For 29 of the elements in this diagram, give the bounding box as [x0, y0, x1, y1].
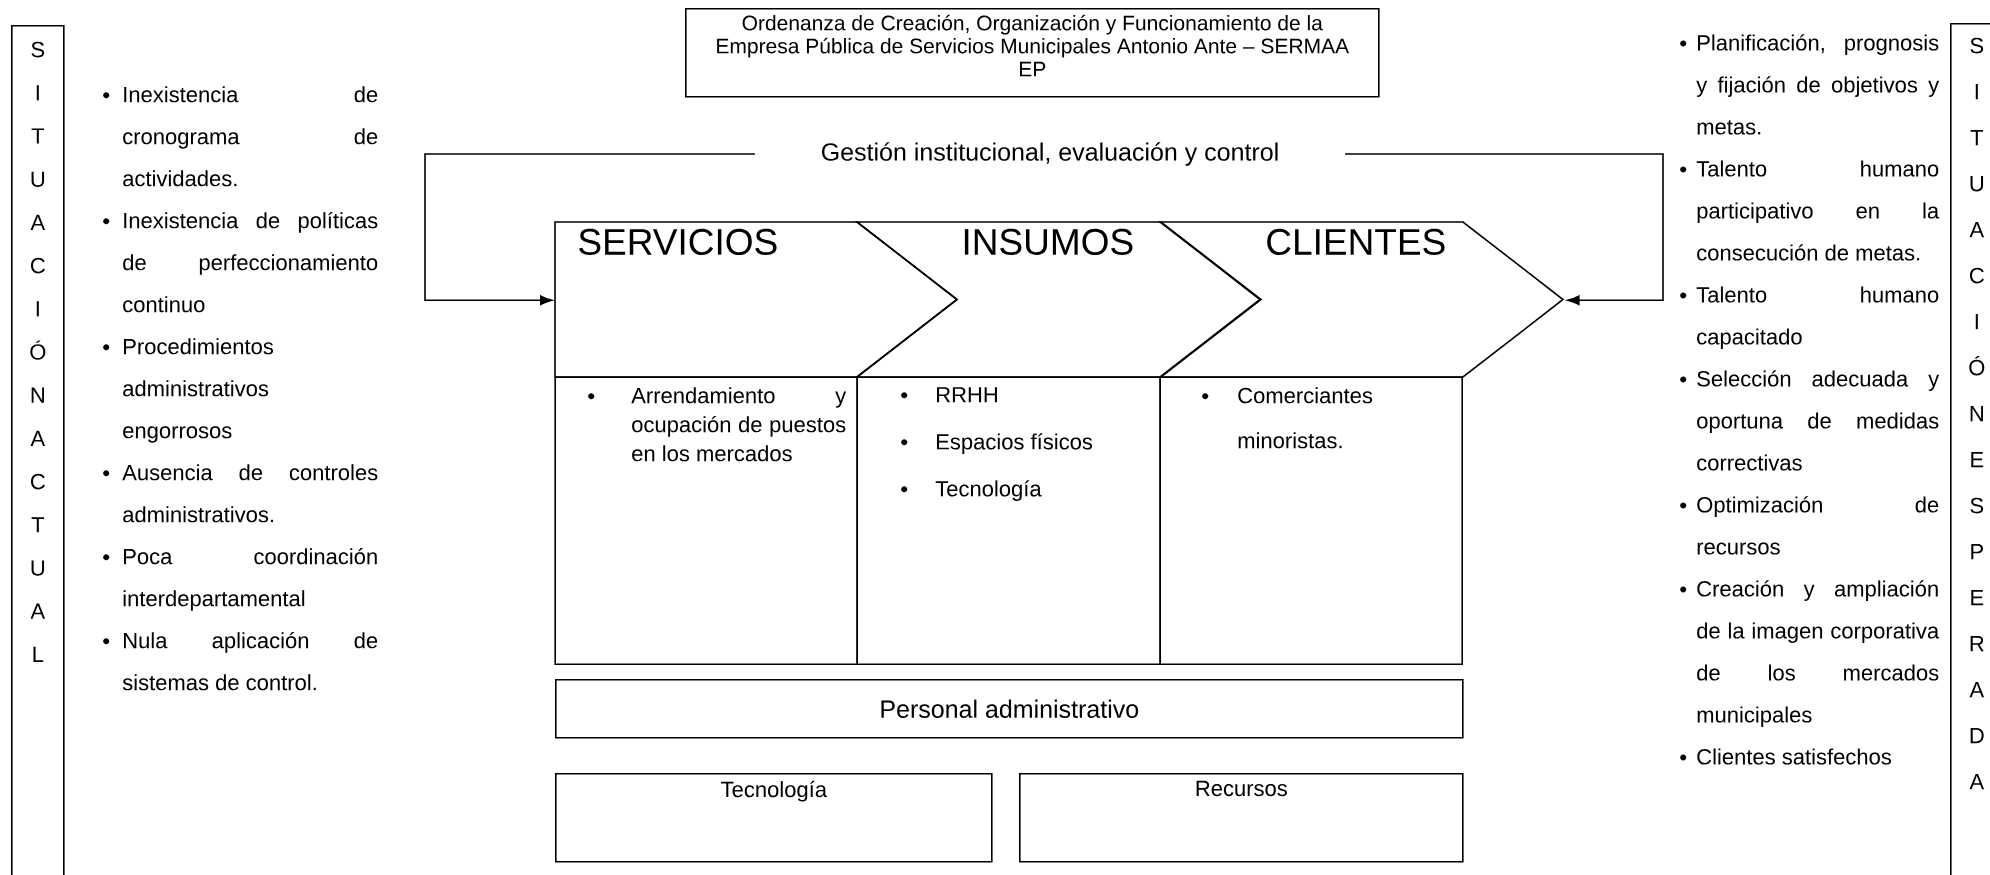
- list-item: Creación y ampliación de la imagen corporativa de los mercados municipales: [1680, 580, 1940, 727]
- list-item: Inexistencia de políticas de perfeccionamiento continuo: [103, 211, 378, 313]
- list-item: Inexistencia de cronograma de actividades.: [103, 86, 378, 187]
- list-item: RRHH: [901, 387, 997, 403]
- table-cell: [856, 376, 1161, 665]
- list-item: Espacios físicos: [901, 433, 1093, 454]
- list-item: Arrendamiento y ocupación de puestos en los mercados: [588, 387, 847, 462]
- list-item: Poca coordinación interdepartamental: [103, 547, 377, 611]
- text-box: Personal administrativo: [555, 679, 1464, 739]
- arrow: [424, 153, 756, 306]
- heading-text: Gestión institucional, evaluación y control: [822, 142, 1278, 166]
- table-cell: [554, 376, 858, 665]
- vertical-label-box: S I T U A C I Ó N A C T U A L: [11, 25, 65, 875]
- text-box: Recursos: [1019, 773, 1464, 863]
- list-item: Planificación, prognosis y fijación de objetivos y metas.: [1680, 34, 1940, 135]
- vertical-label-box: S I T U A C I Ó N E S P E R A D A: [1950, 23, 1990, 875]
- text-box: Tecnología: [555, 773, 993, 863]
- list-item: Comerciantes minoristas.: [1202, 387, 1373, 449]
- list-item: Nula aplicación de sistemas de control.: [103, 631, 378, 691]
- list-item: Talento humano capacitado: [1680, 286, 1939, 349]
- list-item: Talento humano participativo en la consecución de metas.: [1680, 160, 1940, 261]
- title-box: Ordenanza de Creación, Organización y Funcionamiento de la Empresa Pública de Servicios Municipales Antonio Ante – SERMAA EP: [685, 8, 1380, 98]
- list-item: Ausencia de controles administrativos.: [103, 464, 378, 523]
- list-item: Tecnología: [901, 480, 1042, 501]
- list-item: Procedimientos administrativos engorrosos: [103, 338, 273, 443]
- list-item: Optimización de recursos: [1680, 496, 1939, 555]
- table-cell: [1159, 376, 1463, 665]
- arrow: [1344, 153, 1664, 306]
- list-item: Clientes satisfechos: [1680, 748, 1891, 765]
